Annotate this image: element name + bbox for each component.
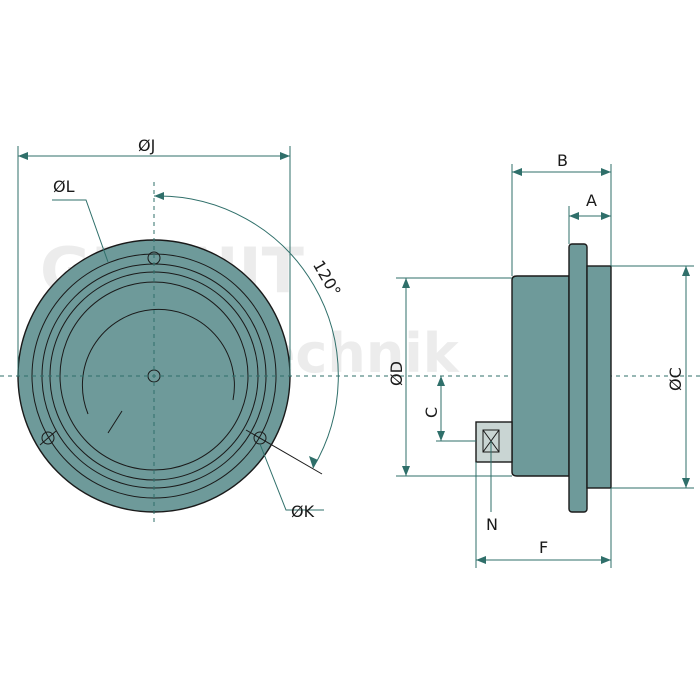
label-n: N <box>486 515 498 534</box>
label-j: ØJ <box>138 136 155 155</box>
label-a: A <box>586 191 597 210</box>
dim-a-arrow-left <box>569 212 579 220</box>
side-view: B A ØD ØC C N F <box>387 151 694 568</box>
gauge-body <box>511 275 570 477</box>
dim-offset-arrow-bottom <box>437 431 445 441</box>
dim-f-arrow-right <box>601 556 611 564</box>
hole-crossline-left <box>39 430 57 446</box>
angle-extension-line <box>245 429 323 475</box>
dim-d-arrow-bottom <box>402 466 410 476</box>
leader-l <box>52 199 109 263</box>
label-l: ØL <box>53 177 75 196</box>
dim-j-arrow-left <box>18 152 28 160</box>
angle-arrow-bottom <box>309 456 318 468</box>
dim-j-arrow-right <box>280 152 290 160</box>
dim-a-arrow-right <box>601 212 611 220</box>
connector-housing <box>475 421 513 463</box>
label-d: ØD <box>387 361 406 386</box>
label-f: F <box>539 538 548 557</box>
dim-c-arrow-bottom <box>682 478 690 488</box>
dim-b-arrow-right <box>601 168 611 176</box>
mounting-hole-left <box>41 431 55 445</box>
dim-d-arrow-top <box>402 278 410 288</box>
mounting-flange <box>568 243 588 513</box>
dim-b-arrow-left <box>512 168 522 176</box>
leader-k <box>259 443 324 511</box>
scale-tick <box>107 410 123 434</box>
dim-f-arrow-left <box>476 556 486 564</box>
label-k: ØK <box>291 502 315 521</box>
angle-arrow-top <box>154 192 164 200</box>
label-c-diameter: ØC <box>666 367 685 391</box>
dim-c-arrow-top <box>682 266 690 276</box>
scale-arc <box>81 308 235 415</box>
label-b: B <box>557 151 568 170</box>
label-angle: 120° <box>309 257 345 300</box>
front-bezel <box>586 265 612 489</box>
label-c-offset: C <box>422 407 441 418</box>
dim-offset-arrow-top <box>437 376 445 386</box>
angle-arc <box>153 195 339 469</box>
